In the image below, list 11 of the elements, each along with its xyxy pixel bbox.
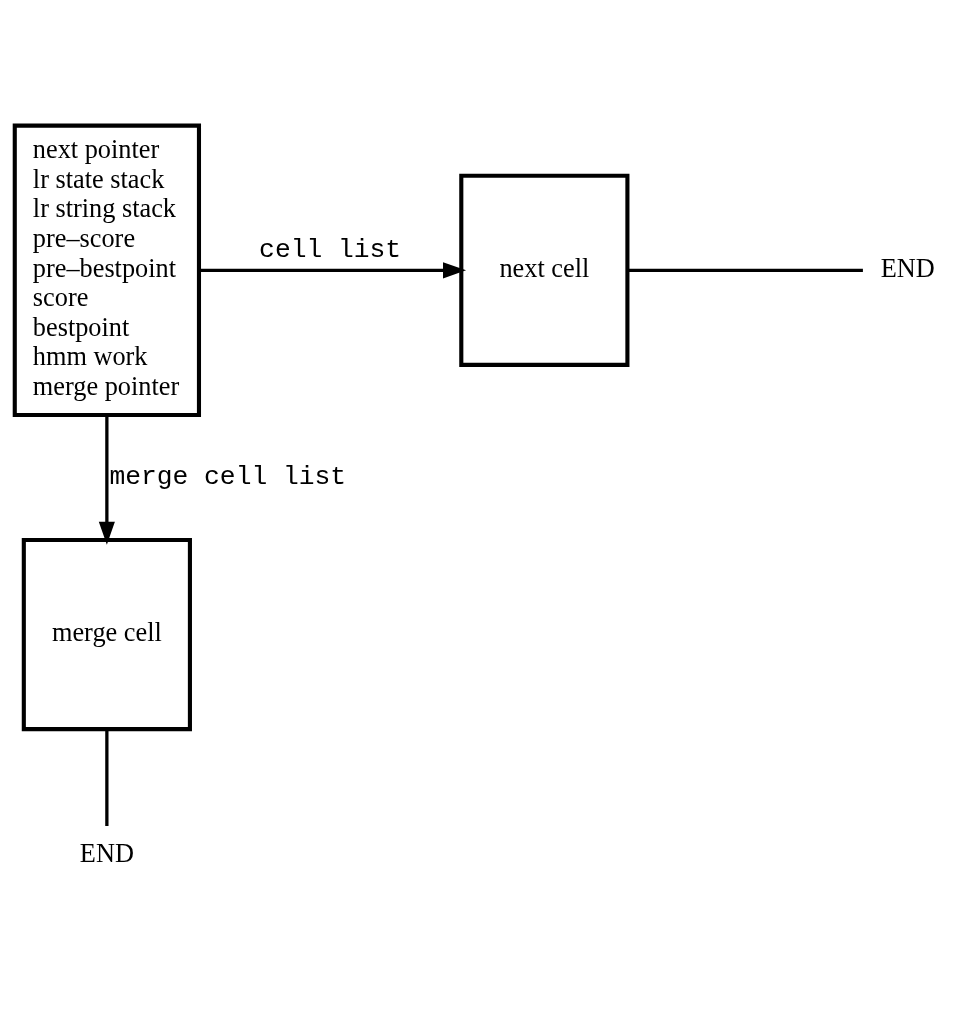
node-box: merge cell	[21, 537, 192, 731]
node-box: next pointer lr state stack lr string stack pre–score pre–bestpoint score bestpoint hmm work merge pointer	[12, 123, 202, 417]
connector	[105, 728, 109, 826]
edge-label: cell list	[259, 234, 402, 265]
edge-label: merge cell list	[109, 461, 347, 492]
node-text: END	[79, 838, 134, 868]
node-text: END	[880, 253, 935, 283]
node-box: next cell	[459, 173, 630, 367]
connector	[627, 268, 863, 272]
arrow	[199, 261, 467, 278]
arrow	[98, 414, 115, 545]
